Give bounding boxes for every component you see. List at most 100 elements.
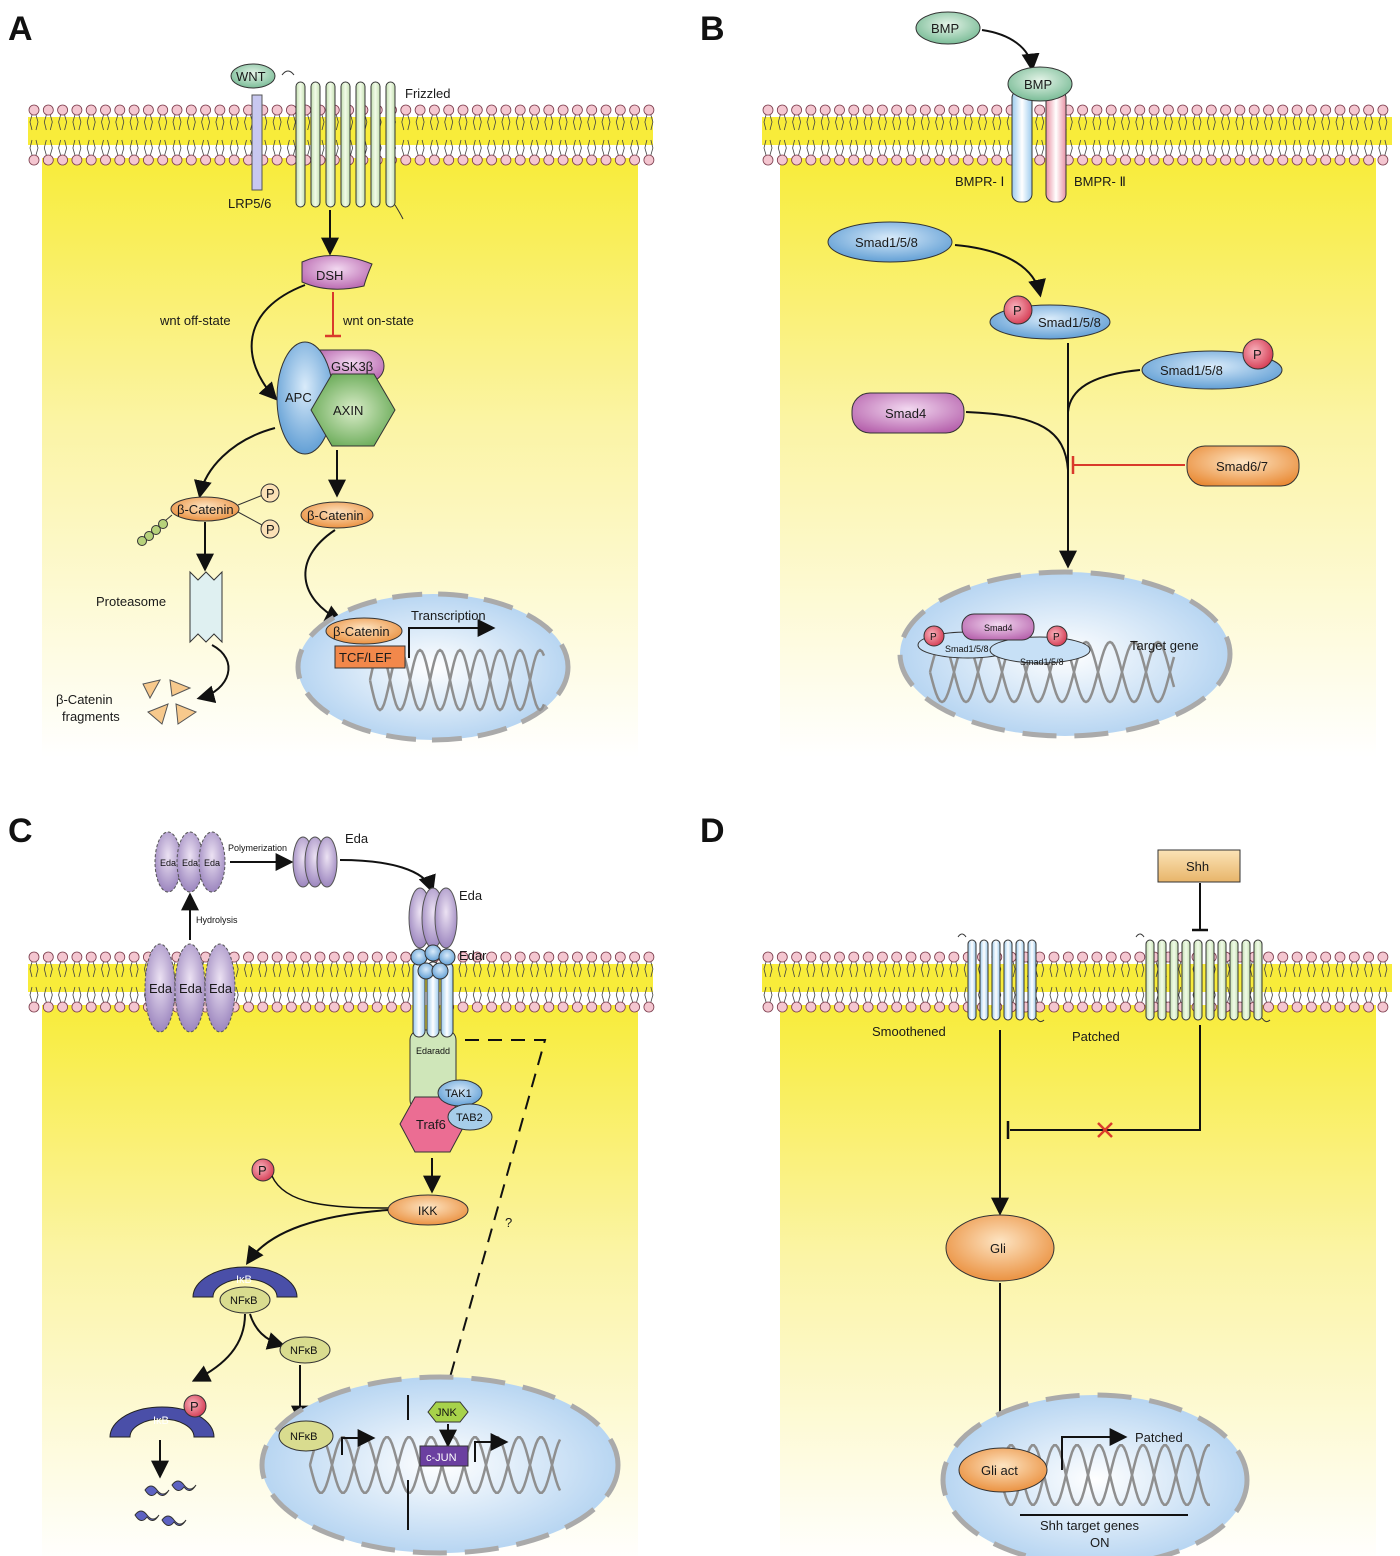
shh-ligand xyxy=(1157,849,1241,883)
phospho-c1-label: P xyxy=(258,1163,267,1178)
cjun-factor xyxy=(419,1445,469,1467)
phospho-c2 xyxy=(183,1394,207,1418)
panel-label-a: A xyxy=(8,10,33,48)
shh-label: Shh xyxy=(1186,859,1209,874)
nuc-smad158-label-a: Smad1/5/8 xyxy=(945,644,989,654)
membrane-c xyxy=(28,951,655,1013)
phospho-b1-label: P xyxy=(1013,303,1022,318)
phospho-c2-label: P xyxy=(190,1399,199,1414)
dsh-protein xyxy=(301,254,373,290)
lrp-receptor xyxy=(251,94,263,191)
eda-mem-label-3: Eda xyxy=(209,981,233,996)
cjun-label: c-JUN xyxy=(426,1452,457,1464)
panel-label-c: C xyxy=(8,812,33,850)
ikb-degraded-label: IκB xyxy=(153,1415,169,1427)
frizzled-receptor xyxy=(281,70,404,220)
panel-label-d: D xyxy=(700,812,725,850)
wnt-ligand xyxy=(230,63,276,89)
gli-act-protein xyxy=(958,1447,1048,1493)
nfkb-free-label: NFκB xyxy=(290,1345,318,1357)
fragments-label-2: fragments xyxy=(62,709,120,724)
ubiquitin-chain xyxy=(137,514,173,546)
gli-protein xyxy=(945,1214,1055,1282)
apc-label: APC xyxy=(285,390,312,405)
patched-receptor xyxy=(1135,933,1271,1023)
wnt-label: WNT xyxy=(236,69,266,84)
membrane-b xyxy=(762,104,1392,166)
edar-receptor xyxy=(410,944,456,1038)
traf6-label: Traf6 xyxy=(416,1117,446,1132)
ikk-label: IKK xyxy=(418,1204,437,1218)
transcription-label: Transcription xyxy=(411,608,486,623)
bmpr1-receptor xyxy=(1011,89,1033,203)
smad158-label-c: Smad1/5/8 xyxy=(1160,363,1223,378)
panel-a: A LRP5/6 WNT Frizzled DSH wnt off-state xyxy=(8,10,655,758)
phospho-group-1 xyxy=(260,483,280,503)
eda-bound xyxy=(408,887,458,949)
gli-label: Gli xyxy=(990,1241,1006,1256)
lrp-label: LRP5/6 xyxy=(228,196,271,211)
edaradd-label: Edaradd xyxy=(416,1046,450,1056)
ikb-protein xyxy=(192,1266,298,1298)
axin-label: AXIN xyxy=(333,403,363,418)
eda-precursor-hydrolyzed xyxy=(154,831,226,893)
nuc-smad158-b xyxy=(989,636,1091,664)
nuc-phospho-2 xyxy=(1046,625,1068,647)
phospho-c1 xyxy=(251,1158,275,1182)
nuc-smad4 xyxy=(961,613,1035,641)
eda-mem-label-1: Eda xyxy=(149,981,173,996)
eda-membrane-precursor xyxy=(144,943,236,1033)
nuc-smad4-label: Smad4 xyxy=(984,623,1013,633)
bmpr2-receptor xyxy=(1045,89,1067,203)
nfkb-free xyxy=(279,1336,331,1364)
beta-catenin-nuclear-label: β-Catenin xyxy=(333,624,390,639)
tcf-lef-label: TCF/LEF xyxy=(339,650,392,665)
jnk-label: JNK xyxy=(436,1407,457,1419)
patched-gene-label: Patched xyxy=(1135,1430,1183,1445)
target-genes-label-2: ON xyxy=(1090,1535,1110,1550)
beta-catenin-phospho-label: β-Catenin xyxy=(177,502,234,517)
gli-act-label: Gli act xyxy=(981,1463,1018,1478)
nuc-smad158-label-b: Smad1/5/8 xyxy=(1020,657,1064,667)
bmpr1-label: BMPR- Ⅰ xyxy=(955,174,1004,189)
dsh-label: DSH xyxy=(316,268,343,283)
fragments-label-1: β-Catenin xyxy=(56,692,113,707)
panel-b: B BMP BMP BMPR- Ⅰ BMPR- Ⅱ Smad1/5/8 Smad… xyxy=(700,10,1392,758)
eda-mem-label-2: Eda xyxy=(179,981,203,996)
smad4-protein xyxy=(851,392,965,434)
beta-catenin-nuclear xyxy=(325,617,403,645)
bmp-ligand-bound xyxy=(1007,66,1073,102)
proteasome-label: Proteasome xyxy=(96,594,166,609)
smad67-label: Smad6/7 xyxy=(1216,459,1268,474)
tab2-label: TAB2 xyxy=(456,1112,483,1124)
panel-label-b: B xyxy=(700,10,725,48)
off-state-label: wnt off-state xyxy=(159,313,231,328)
phospho-group-2 xyxy=(260,519,280,539)
smad67-protein xyxy=(1186,445,1300,487)
panel-c: C Eda Eda Eda Polymerization Eda Hydroly… xyxy=(8,812,655,1556)
beta-catenin-phospho xyxy=(170,496,240,522)
tcf-lef-factor xyxy=(334,645,406,669)
nfkb-complexed-label: NFκB xyxy=(230,1295,258,1307)
phospho-b1 xyxy=(1003,295,1033,325)
proteasome xyxy=(189,570,223,644)
catenin-fragments xyxy=(142,679,198,725)
phospho-label-2: P xyxy=(266,522,275,537)
dna-d xyxy=(998,1444,1210,1506)
target-genes-label-1: Shh target genes xyxy=(1040,1518,1140,1533)
eda-trimer-label: Eda xyxy=(345,831,369,846)
smoothened-receptor xyxy=(957,933,1045,1023)
eda-trimer xyxy=(292,836,338,888)
edar-label: Edar xyxy=(459,948,487,963)
phospho-b2 xyxy=(1242,338,1274,370)
nuc-phospho-2-label: P xyxy=(1053,632,1060,643)
nuc-phospho-1-label: P xyxy=(930,632,937,643)
tab2-protein xyxy=(447,1103,493,1131)
nuc-phospho-1 xyxy=(923,625,945,647)
eda-hyd-label-3: Eda xyxy=(204,858,220,868)
hydrolysis-label: Hydrolysis xyxy=(196,915,238,925)
smad158-label-b: Smad1/5/8 xyxy=(1038,315,1101,330)
smad158-label-a: Smad1/5/8 xyxy=(855,235,918,250)
eda-hyd-label-2: Eda xyxy=(182,858,198,868)
ikb-fragments xyxy=(134,1480,197,1526)
